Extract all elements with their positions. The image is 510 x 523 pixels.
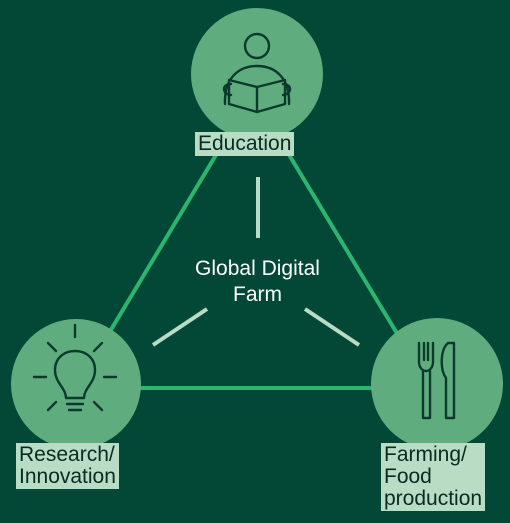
education-label-text: Education	[198, 132, 292, 155]
farming-label-line1: Farming/	[384, 443, 467, 466]
reading-person-icon	[222, 32, 292, 114]
node-farming	[371, 318, 503, 450]
research-label: Research/ Innovation	[16, 443, 119, 489]
fork-knife-icon	[417, 341, 456, 420]
center-label-line1: Global Digital	[195, 257, 320, 280]
farming-label-line2: Food	[384, 465, 432, 488]
spoke-right	[303, 307, 361, 347]
spoke-left	[151, 307, 209, 347]
center-label-line2: Farm	[233, 283, 282, 306]
research-label-line1: Research/	[19, 443, 115, 466]
node-education	[191, 8, 323, 140]
node-research	[11, 319, 141, 449]
education-label: Education	[195, 132, 295, 156]
lightbulb-icon	[32, 323, 118, 412]
farming-label-line3: production	[384, 487, 483, 510]
research-label-line2: Innovation	[19, 465, 116, 488]
center-label: Global Digital Farm	[170, 256, 345, 308]
farming-label: Farming/ Food production	[381, 443, 486, 511]
